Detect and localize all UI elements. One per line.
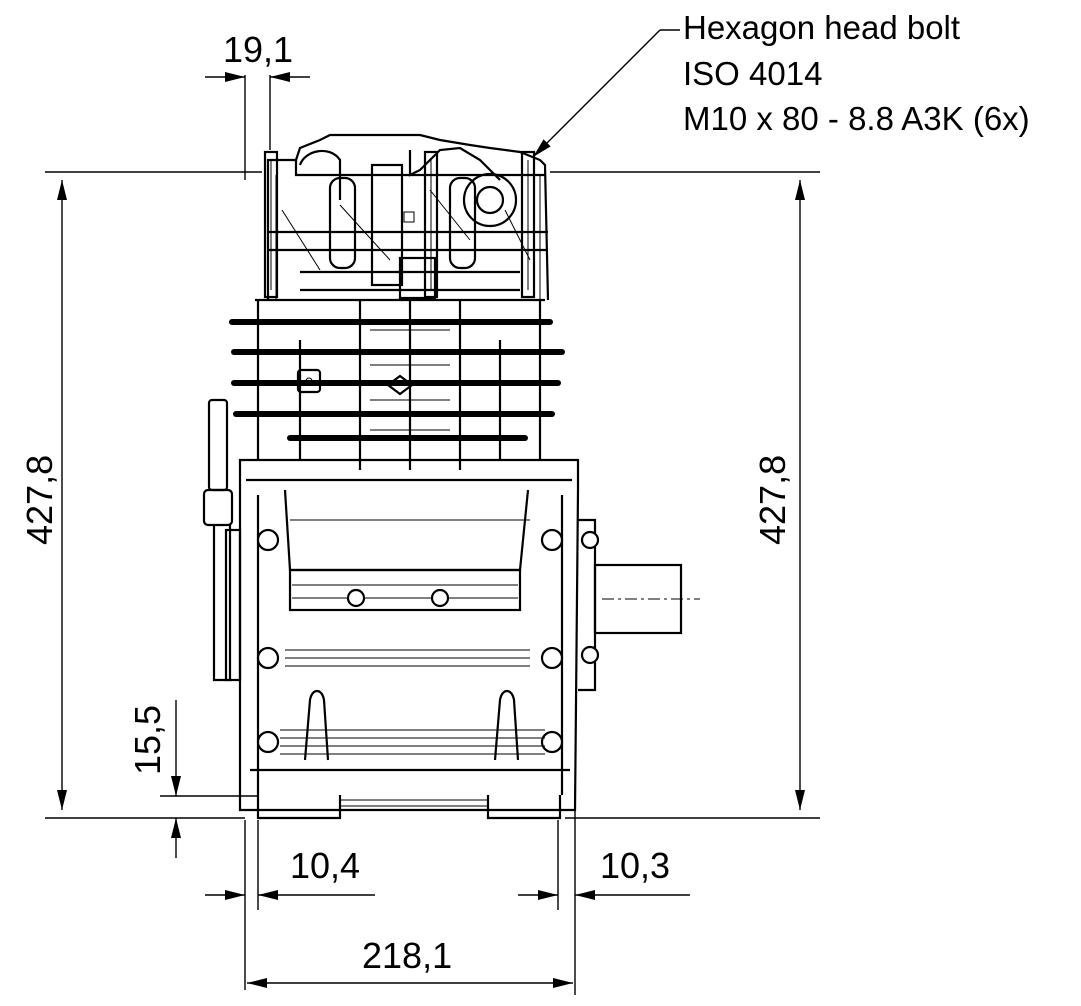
bolt-callout: Hexagon head bolt ISO 4014 M10 x 80 - 8.… <box>532 9 1030 158</box>
dimension-foot-height: 15,5 <box>127 700 258 858</box>
dimension-overall-width-value: 218,1 <box>362 935 452 976</box>
dimension-top-offset: 19,1 <box>205 29 310 180</box>
callout-line-1: Hexagon head bolt <box>683 9 960 46</box>
feet <box>256 795 562 820</box>
dimension-height-left-value: 427,8 <box>19 455 60 545</box>
dimension-left-offset-value: 10,4 <box>290 845 360 886</box>
dimension-top-offset-value: 19,1 <box>223 29 293 70</box>
compressor-body <box>202 133 700 820</box>
dimension-overall-width: 218,1 <box>247 935 573 988</box>
dimension-right-offset-value: 10,3 <box>600 845 670 886</box>
dimension-height-left: 427,8 <box>19 171 262 819</box>
dimension-right-offset: 10,3 <box>518 790 690 995</box>
callout-line-3: M10 x 80 - 8.8 A3K (6x) <box>683 100 1030 137</box>
crankcase <box>238 458 580 812</box>
drive-shaft <box>578 518 700 692</box>
dimension-foot-height-value: 15,5 <box>127 705 168 775</box>
callout-line-2: ISO 4014 <box>683 55 822 92</box>
head-bolts <box>263 150 536 299</box>
oil-dipstick <box>202 398 242 682</box>
dimension-height-right-value: 427,8 <box>752 455 793 545</box>
dimension-height-right: 427,8 <box>550 171 820 819</box>
dimension-left-offset: 10,4 <box>205 820 375 990</box>
cylinder-head <box>266 133 550 301</box>
cylinder-block <box>229 298 565 470</box>
